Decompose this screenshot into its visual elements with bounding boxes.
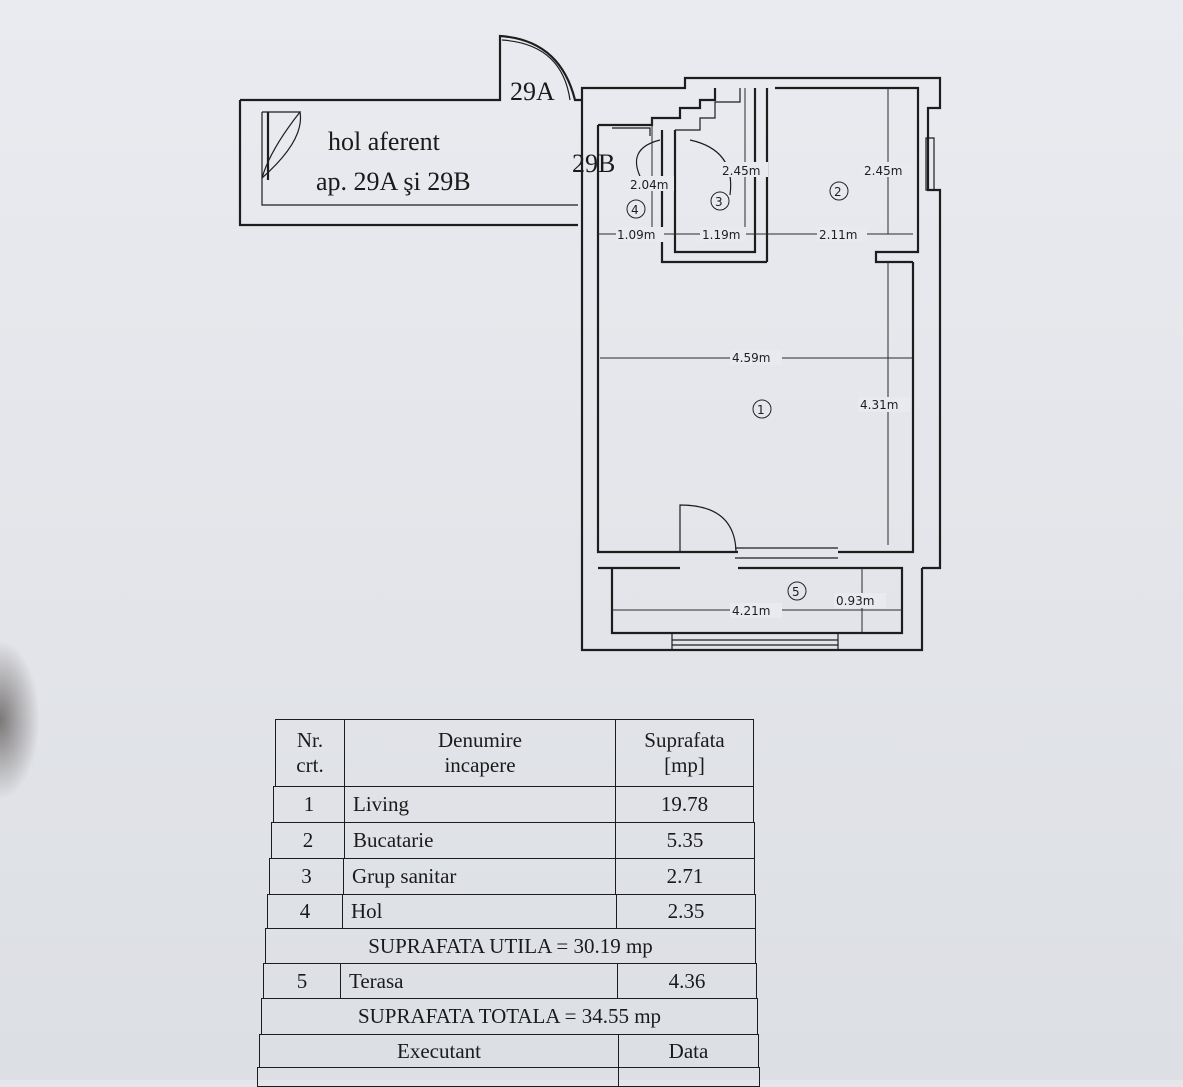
- dim-room3-width: 1.19m: [702, 228, 740, 242]
- room-number-1: 1: [757, 403, 765, 417]
- row3-area: 2.71: [615, 858, 755, 895]
- header-name: Denumire incapere: [344, 719, 616, 787]
- footer-date-value: [618, 1067, 760, 1087]
- floor-plan: hol aferent ap. 29A şi 29B 29A 29B: [238, 34, 942, 652]
- room-number-markers: 4 3 2 1 5: [626, 181, 849, 601]
- row4-name: Hol: [342, 894, 617, 929]
- dim-room1-width: 4.59m: [732, 351, 770, 365]
- dim-room1-height: 4.31m: [860, 398, 898, 412]
- grand-area-total: SUPRAFATA TOTALA = 34.55 mp: [261, 998, 758, 1035]
- dim-room4-height: 2.04m: [630, 178, 668, 192]
- row2-area: 5.35: [615, 822, 755, 859]
- dim-room5-width: 4.21m: [732, 604, 770, 618]
- dim-room5-depth: 0.93m: [836, 594, 874, 608]
- footer-executant-value: [257, 1067, 619, 1087]
- header-nr-line1: Nr.: [296, 728, 324, 752]
- row5-area: 4.36: [617, 963, 757, 999]
- footer-executant: Executant: [259, 1034, 619, 1068]
- room-number-3: 3: [715, 195, 723, 209]
- row3-nr: 3: [269, 858, 344, 895]
- room-number-5: 5: [792, 585, 800, 599]
- room-number-2: 2: [834, 185, 842, 199]
- header-area: Suprafata [mp]: [615, 719, 754, 787]
- door-29a-swing: [501, 39, 571, 101]
- header-name-line2: incapere: [444, 753, 516, 777]
- row5-name: Terasa: [340, 963, 618, 999]
- hallway-label-line2: ap. 29A şi 29B: [316, 167, 471, 196]
- header-area-line2: [mp]: [664, 753, 705, 777]
- header-name-line1: Denumire: [438, 728, 522, 752]
- dim-room3-height: 2.45m: [722, 164, 760, 178]
- dim-room2-height: 2.45m: [864, 164, 902, 178]
- header-nr-line2: crt.: [296, 753, 324, 777]
- door-29a-label: 29A: [510, 77, 555, 106]
- row2-name: Bucatarie: [344, 822, 616, 859]
- footer-date: Data: [618, 1034, 759, 1068]
- door-29b-label: 29B: [572, 149, 615, 178]
- row5-nr: 5: [263, 963, 341, 999]
- header-area-line1: Suprafata: [644, 728, 725, 752]
- row3-name: Grup sanitar: [343, 858, 616, 895]
- room-number-4: 4: [631, 203, 639, 217]
- row2-nr: 2: [271, 822, 345, 859]
- row4-nr: 4: [267, 894, 343, 929]
- header-nr: Nr. crt.: [275, 719, 345, 787]
- row1-nr: 1: [273, 786, 345, 823]
- shared-hallway: [238, 34, 582, 227]
- row1-name: Living: [344, 786, 616, 823]
- dim-room2-width: 2.11m: [819, 228, 857, 242]
- dim-room4-width: 1.09m: [617, 228, 655, 242]
- hallway-label-line1: hol aferent: [328, 127, 441, 156]
- dimension-labels: 2.04m 1.09m 2.45m 1.19m 2.45m 2.11m 4.59…: [616, 162, 912, 618]
- row4-area: 2.35: [616, 894, 756, 929]
- useful-area-total: SUPRAFATA UTILA = 30.19 mp: [265, 928, 756, 964]
- row1-area: 19.78: [615, 786, 754, 823]
